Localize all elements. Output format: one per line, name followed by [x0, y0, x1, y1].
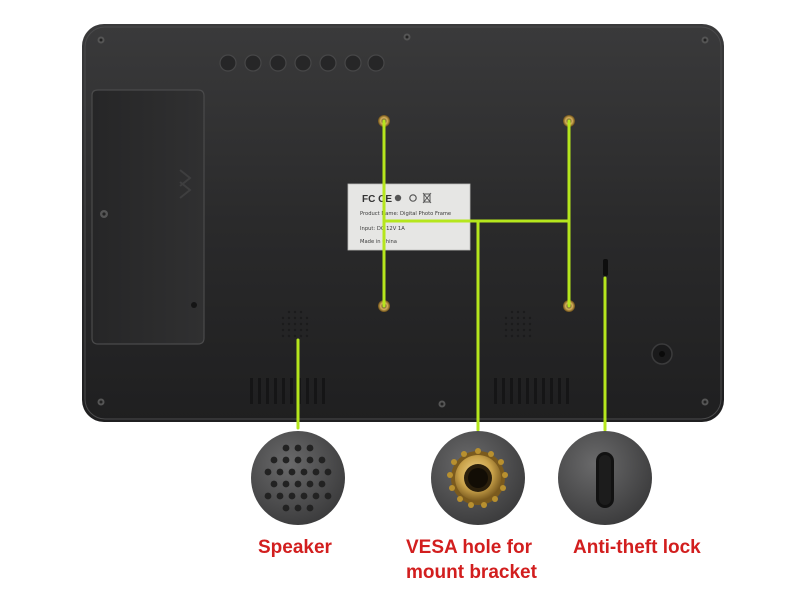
vesa-label-line2: mount bracket	[406, 562, 537, 583]
button	[344, 54, 362, 72]
speaker-label: Speaker	[258, 537, 332, 558]
button-row	[219, 54, 385, 72]
vesa-insert-detail-icon	[431, 431, 525, 525]
button	[319, 54, 337, 72]
lock-slot-detail-icon	[558, 431, 652, 525]
corner-screws	[97, 33, 709, 408]
product-label-sticker: FC CE Product Name: Digital Photo Frame …	[347, 183, 471, 251]
speaker-grille-right	[504, 310, 532, 338]
button	[269, 54, 287, 72]
power-jack	[651, 343, 673, 365]
rohs-icon	[394, 194, 402, 202]
sticker-line-product: Product Name: Digital Photo Frame	[360, 211, 451, 217]
certification-marks: FC CE	[362, 194, 392, 205]
speaker-grille-left	[281, 310, 309, 338]
recycle-icon	[409, 194, 417, 202]
button	[294, 54, 312, 72]
left-cover-panel	[91, 89, 205, 345]
vesa-label-line1: VESA hole for	[406, 537, 532, 558]
button	[244, 54, 262, 72]
weee-bin-icon	[422, 192, 432, 204]
sticker-line-origin: Made in China	[360, 239, 397, 245]
button	[367, 54, 385, 72]
speaker-detail-icon	[251, 431, 345, 525]
callout-lines	[296, 119, 607, 432]
vent-slots-right	[494, 378, 569, 404]
button	[219, 54, 237, 72]
anti-theft-slot	[603, 259, 608, 276]
vesa-label: VESA hole for mount bracket	[406, 535, 537, 585]
anti-theft-lock-label: Anti-theft lock	[573, 537, 701, 558]
